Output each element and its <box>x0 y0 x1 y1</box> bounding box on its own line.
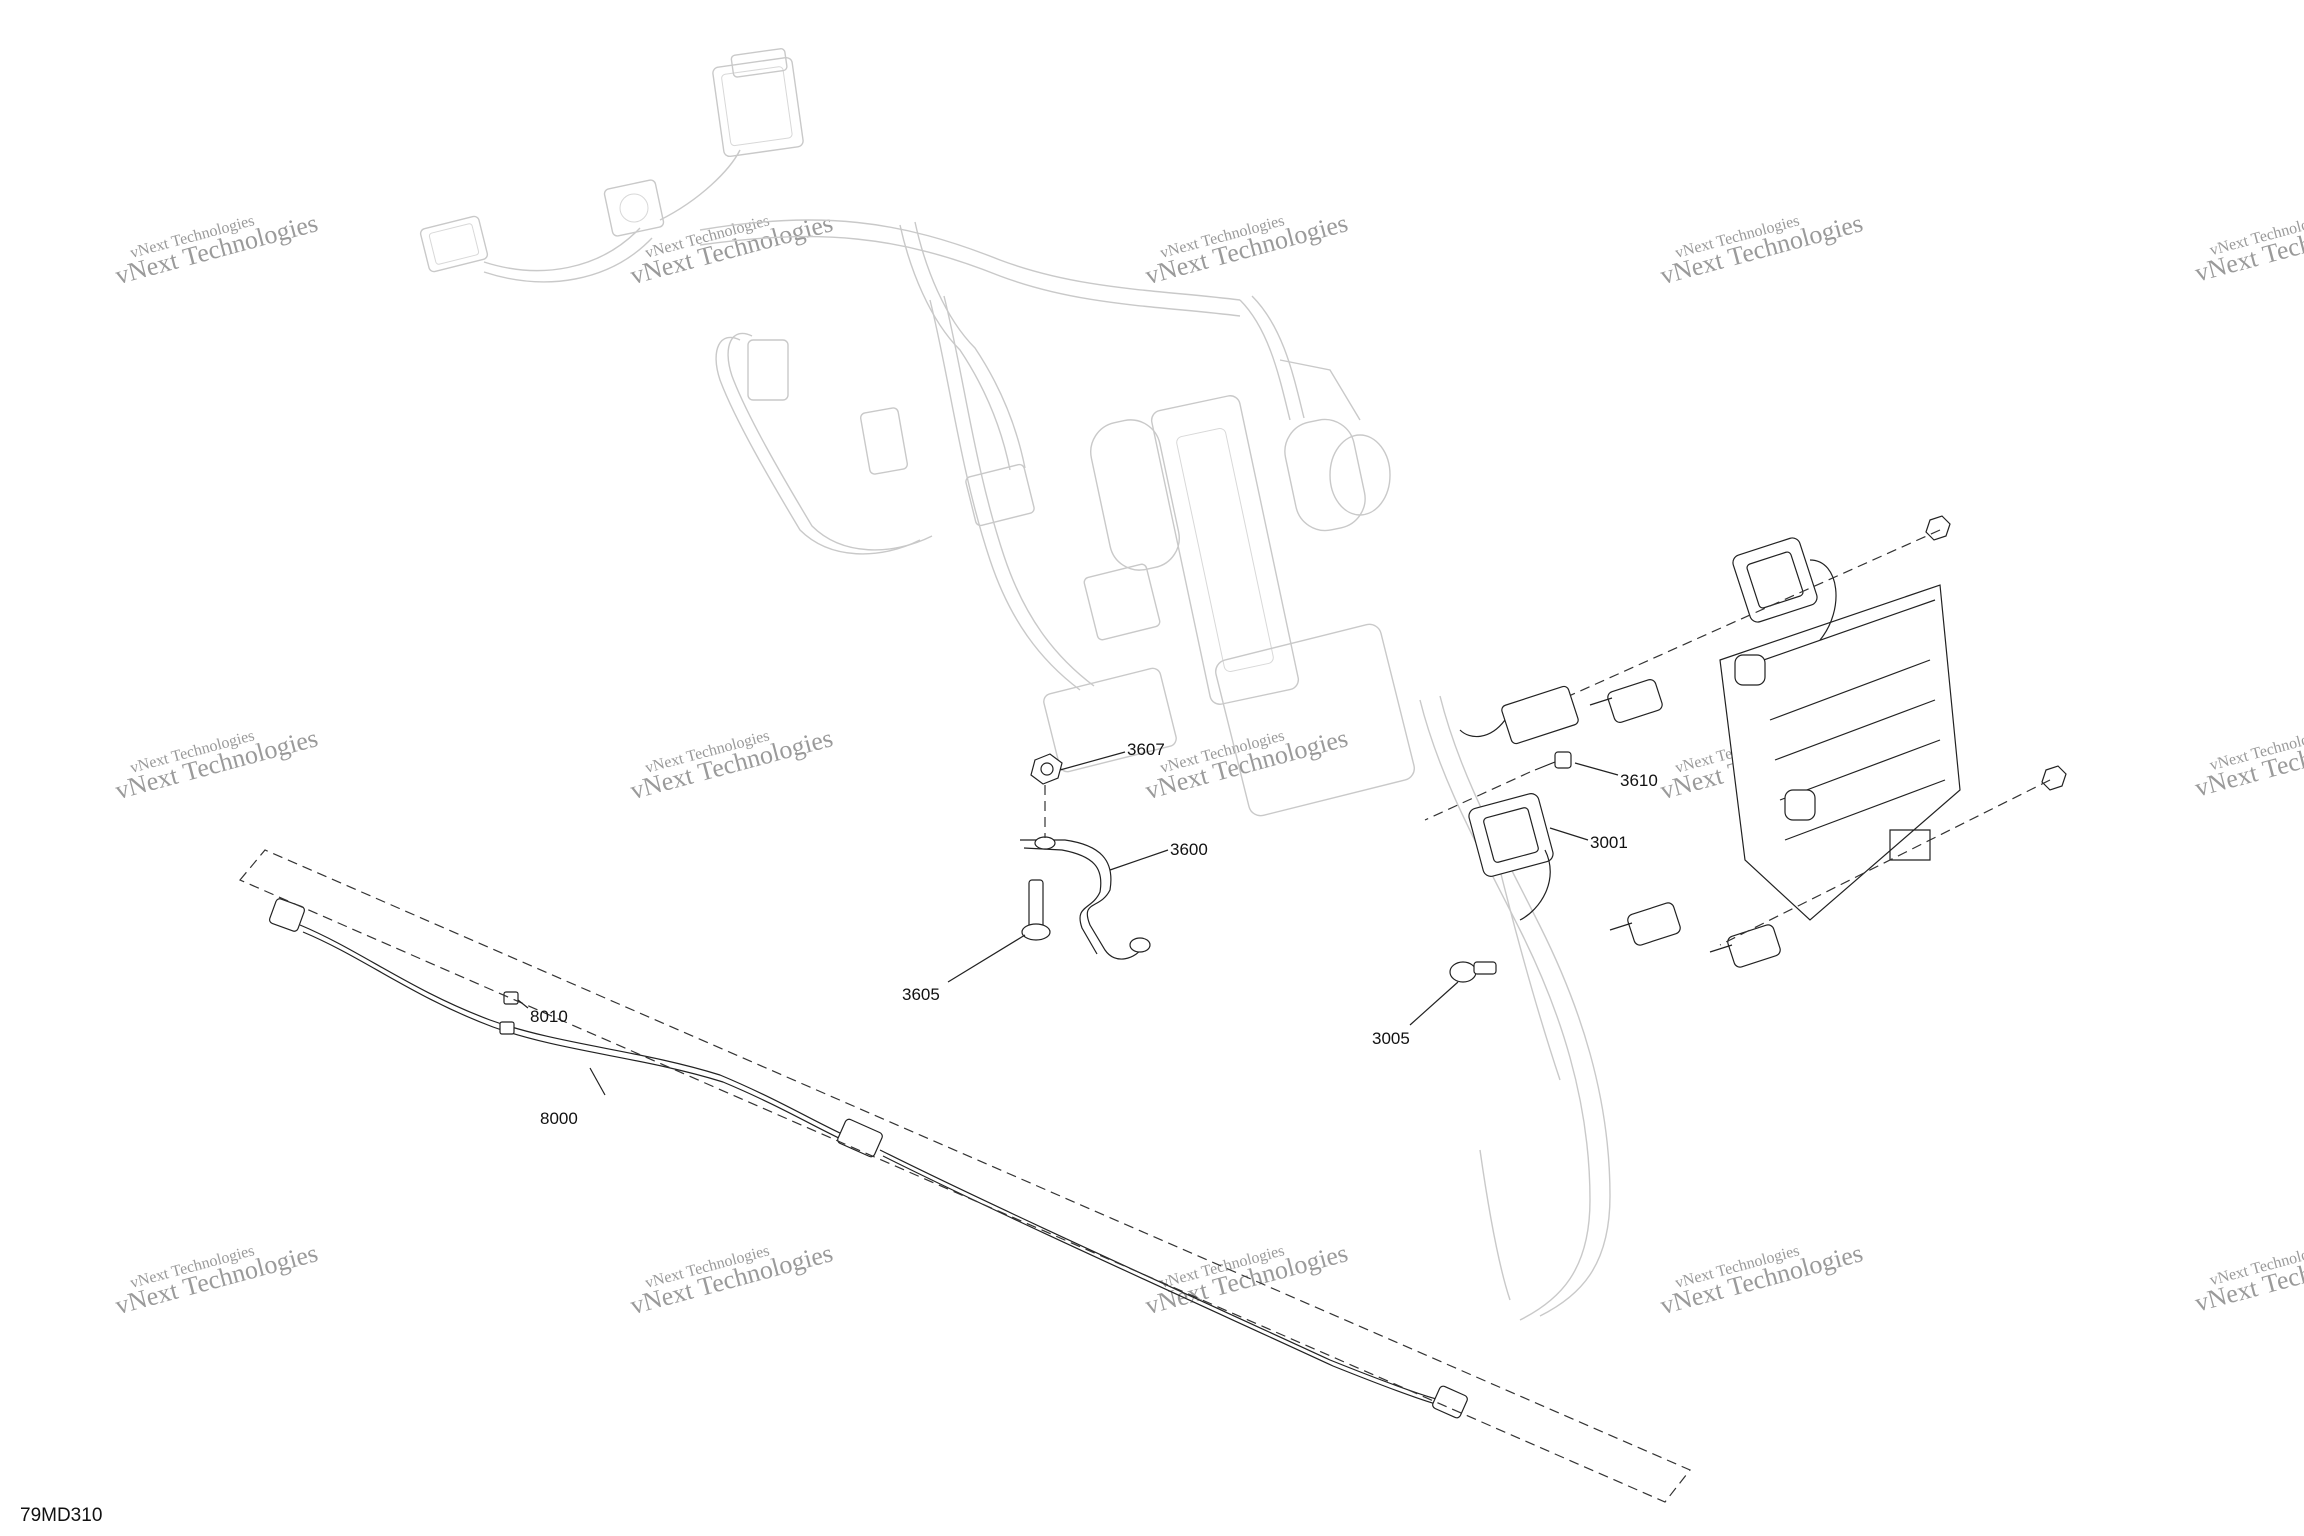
watermark: vNext Technologies vNext Technologies <box>2192 721 2304 803</box>
watermark: vNext Technologies vNext Technologies <box>1142 208 1351 290</box>
bolt-3605 <box>1021 879 1051 941</box>
watermark: vNext Technologies vNext Technologies <box>2192 206 2304 288</box>
watermark: vNext Technologies vNext Technologies <box>112 723 321 805</box>
leaders <box>517 751 1619 1096</box>
callout-labels: 3607 3600 3605 3610 3001 3005 8010 8000 <box>530 740 1658 1128</box>
callout-3001: 3001 <box>1590 833 1628 852</box>
engine-connector <box>1468 793 1554 921</box>
callout-3605: 3605 <box>902 985 940 1004</box>
kit-boundary <box>239 849 1691 1503</box>
ground-cable <box>1020 836 1151 960</box>
ecm-isolators <box>1589 679 1781 968</box>
watermark-layer: vNext Technologies vNext Technologies vN… <box>112 206 2304 1321</box>
screw-3610 <box>1534 751 1572 771</box>
drawing-id: 79MD310 <box>20 1505 103 1526</box>
connector-bracket <box>1459 685 1579 745</box>
callout-3607: 3607 <box>1127 740 1165 759</box>
watermark: vNext Technologies vNext Technologies <box>627 723 836 805</box>
nut-3607 <box>1030 753 1063 785</box>
watermark: vNext Technologies vNext Technologies <box>112 1238 321 1320</box>
callout-8010: 8010 <box>530 1007 568 1026</box>
clip-8010 <box>503 991 519 1005</box>
ecm-axis-top <box>1559 529 1941 701</box>
callout-3610: 3610 <box>1620 771 1658 790</box>
callout-8000: 8000 <box>540 1109 578 1128</box>
watermark: vNext Technologies vNext Technologies <box>112 208 321 290</box>
watermark: vNext Technologies vNext Technologies <box>1657 1238 1866 1320</box>
phantom-connector-mid <box>603 179 665 237</box>
watermark: vNext Technologies vNext Technologies <box>1142 1238 1351 1320</box>
watermark: vNext Technologies vNext Technologies <box>2192 1236 2304 1318</box>
ecm-module <box>1719 537 1961 921</box>
ecm-connector <box>1732 537 1837 641</box>
screw-3610-axis <box>1424 771 1531 821</box>
callout-3005: 3005 <box>1372 1029 1410 1048</box>
ecm-axis-bottom <box>1719 779 2051 946</box>
callout-3600: 3600 <box>1170 840 1208 859</box>
phantom-harness <box>419 48 1611 1321</box>
watermark: vNext Technologies vNext Technologies <box>1657 208 1866 290</box>
sensor-harness <box>268 898 1468 1419</box>
watermark: vNext Technologies vNext Technologies <box>627 1238 836 1320</box>
phantom-connector-top <box>712 48 804 158</box>
bolt-3005 <box>1449 961 1497 983</box>
watermark: vNext Technologies vNext Technologies <box>627 208 836 290</box>
phantom-connector-left <box>419 215 489 273</box>
phantom-frame <box>1090 359 1415 817</box>
